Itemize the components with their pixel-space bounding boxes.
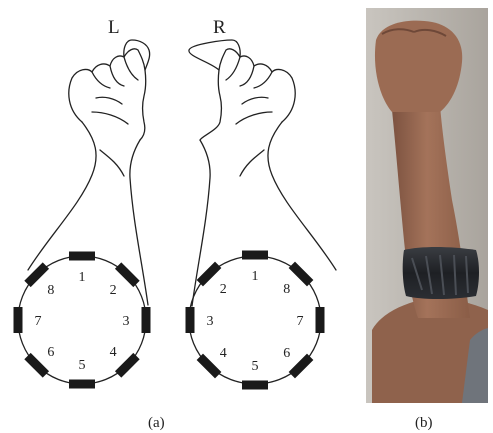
left-sensor-number-7: 7 xyxy=(35,314,42,329)
left-sensor-group: 1 2 3 4 5 6 7 8 xyxy=(14,252,151,389)
right-sensor-5 xyxy=(242,381,268,390)
right-sensor-1 xyxy=(242,251,268,260)
right-sensor-number-2: 2 xyxy=(220,282,227,297)
left-sensor-number-6: 6 xyxy=(47,345,54,360)
left-sensor-2 xyxy=(115,262,140,287)
right-finger-lines xyxy=(226,57,272,124)
left-finger-lines xyxy=(92,57,138,124)
left-sensor-1 xyxy=(69,252,95,261)
right-sensor-3 xyxy=(186,307,195,333)
right-sensor-number-7: 7 xyxy=(297,314,304,329)
left-side-label: L xyxy=(108,17,120,38)
right-fist-outline xyxy=(200,49,295,140)
right-side-label: R xyxy=(213,17,226,38)
right-arm-outline-outer xyxy=(268,122,336,270)
left-sensor-8 xyxy=(24,262,49,287)
photo-fist xyxy=(375,21,462,112)
left-fist-outline xyxy=(69,49,146,140)
left-sensor-number-3: 3 xyxy=(123,314,130,329)
right-sensor-number-4: 4 xyxy=(220,346,227,361)
right-sensor-2 xyxy=(197,262,222,287)
left-sensor-number-5: 5 xyxy=(79,358,86,373)
left-sensor-number-1: 1 xyxy=(79,270,86,285)
left-sensor-6 xyxy=(24,353,49,378)
right-sensor-8 xyxy=(289,262,314,287)
right-sensor-6 xyxy=(289,354,314,379)
right-sensor-number-1: 1 xyxy=(252,269,259,284)
right-sensor-number-3: 3 xyxy=(207,314,214,329)
panel-a-caption: (a) xyxy=(148,415,165,431)
left-sensor-3 xyxy=(142,307,151,333)
left-sensor-number-4: 4 xyxy=(110,345,117,360)
left-sensor-number-8: 8 xyxy=(47,283,54,298)
left-arm-outline-outer xyxy=(28,122,96,270)
left-sensor-4 xyxy=(115,353,140,378)
right-sensor-number-8: 8 xyxy=(283,282,290,297)
left-arm-diagram xyxy=(28,40,150,305)
left-sensor-number-2: 2 xyxy=(110,283,117,298)
left-wrist-crease xyxy=(100,150,124,176)
right-sensor-4 xyxy=(197,354,222,379)
left-sensor-7 xyxy=(14,307,23,333)
panel-b-caption: (b) xyxy=(415,415,433,431)
right-sensor-7 xyxy=(316,307,325,333)
right-wrist-crease xyxy=(240,150,264,176)
right-sensor-number-5: 5 xyxy=(252,359,259,374)
right-sensor-number-6: 6 xyxy=(283,346,290,361)
right-sensor-group: 1 2 3 4 5 6 7 8 xyxy=(186,251,325,390)
left-thumb-outline xyxy=(124,40,150,70)
right-thumb-outline xyxy=(189,40,240,70)
left-sensor-5 xyxy=(69,380,95,389)
forearm-photo xyxy=(366,8,488,403)
